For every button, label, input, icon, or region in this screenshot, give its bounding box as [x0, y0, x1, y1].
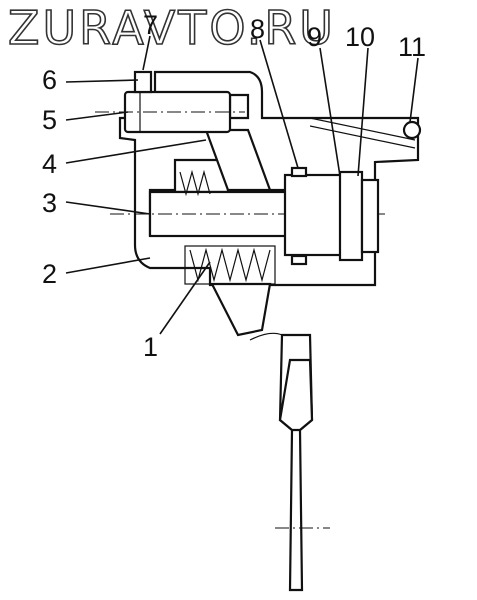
- leader-lines: [65, 35, 419, 335]
- spring-upper: [179, 169, 211, 197]
- callout-5: 5: [42, 105, 57, 135]
- callout-2: 2: [42, 259, 57, 289]
- callout-3: 3: [42, 188, 57, 218]
- callout-7: 7: [143, 10, 158, 40]
- right-cap: [283, 166, 380, 266]
- callout-1: 1: [143, 332, 158, 362]
- lever: [210, 282, 330, 592]
- callout-labels: 1 2 3 4 5 6 7 8 9 10 11: [42, 10, 426, 362]
- watermark: ZURAVTO.RU: [8, 1, 336, 55]
- callout-8: 8: [250, 14, 265, 44]
- shaft: [110, 190, 385, 238]
- callout-10: 10: [345, 22, 375, 52]
- callout-11: 11: [398, 32, 426, 62]
- callout-4: 4: [42, 149, 57, 179]
- callout-6: 6: [42, 65, 57, 95]
- callout-9: 9: [307, 22, 322, 52]
- upper-stud: [95, 70, 245, 134]
- oil-channel: [309, 117, 422, 149]
